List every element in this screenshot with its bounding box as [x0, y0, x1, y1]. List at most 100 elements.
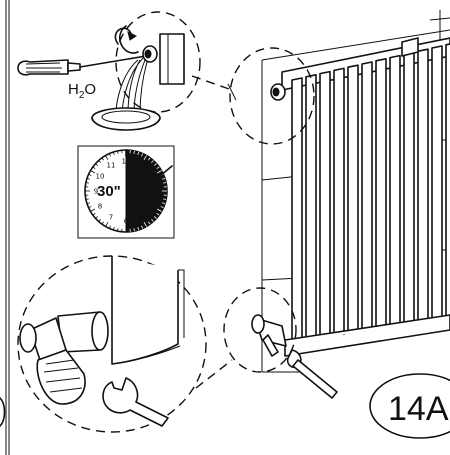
timer-tick [141, 225, 144, 229]
pipe-detail [111, 256, 185, 365]
radiator-tube [291, 77, 303, 355]
water-drip-icon [115, 57, 148, 115]
wrench-icon [102, 377, 169, 427]
radiator-bottom-header [284, 314, 450, 357]
timer-tick [112, 227, 115, 231]
radiator-tube [347, 64, 359, 345]
timer-tick [92, 166, 96, 169]
timer-tick [95, 216, 99, 219]
timer-tick [108, 225, 111, 229]
timer-tick [137, 227, 140, 231]
timer-tick [98, 218, 101, 222]
radiator-tube [403, 51, 415, 336]
timer-number: 9 [94, 188, 98, 196]
wall-tiles [261, 10, 450, 373]
timer-number: 10 [96, 173, 105, 181]
thermostat-head [36, 349, 86, 405]
timer-tick [112, 151, 115, 155]
timer-tick [156, 208, 162, 212]
bowl-icon [91, 107, 161, 131]
step-badge [369, 373, 450, 439]
timer-number: 11 [107, 162, 116, 170]
radiator [270, 37, 450, 357]
radiator-tube [305, 74, 317, 352]
timer-tick [160, 206, 164, 209]
timer-tick [163, 198, 167, 200]
radiator-tube [319, 70, 331, 350]
timer-number: 4 [150, 203, 155, 211]
timer-number: 7 [109, 213, 113, 221]
valve-thermostat-detail [19, 311, 109, 405]
timer-tick [108, 153, 111, 157]
timer-tick [148, 221, 151, 225]
timer-tick [86, 202, 90, 205]
timer-tick [133, 228, 135, 232]
timer-hand [159, 165, 173, 177]
timer-tick [156, 166, 160, 169]
timer-tick [156, 213, 160, 216]
detail-circle-top [229, 47, 315, 145]
radiator-tubes [291, 43, 450, 355]
timer-tick [105, 155, 109, 161]
leader-line-bottom [195, 359, 233, 389]
timer-tick [163, 182, 167, 184]
timer-tick [88, 173, 92, 176]
timer-tick [137, 151, 140, 155]
prev-step-edge [0, 397, 6, 427]
timer-tick [143, 155, 147, 161]
timer-tick [151, 218, 154, 222]
radiator-tube [333, 67, 345, 348]
timer-tick [151, 160, 154, 164]
timer-tick [98, 160, 101, 164]
detail-circle-vent [115, 11, 201, 113]
timer-tick [101, 157, 104, 161]
timer-tick [162, 177, 166, 180]
radiator-tube [417, 48, 429, 333]
leader-line-top [191, 75, 233, 91]
timer-tick [101, 221, 104, 225]
timer-tick [156, 170, 162, 174]
timer-tick [148, 157, 151, 161]
timer-label: 30" [97, 183, 121, 200]
timer-tick [85, 182, 89, 184]
timer-tick [141, 153, 144, 157]
timer-number: 2 [150, 173, 154, 181]
radiator-tube [361, 61, 373, 343]
step-label: 14A [388, 390, 449, 428]
timer-tick [85, 198, 89, 200]
timer-number: 3 [154, 188, 158, 196]
radiator-valve [251, 314, 338, 399]
timer-ticks [85, 150, 167, 232]
timer-number: 12 [122, 158, 131, 166]
timer-number: 1 [139, 162, 143, 170]
timer-tick [153, 163, 157, 166]
timer-tick [86, 177, 90, 180]
timer-number: 6 [124, 218, 129, 226]
timer-tick [117, 228, 119, 232]
wall-bracket [401, 37, 419, 57]
timer-tick [143, 221, 147, 227]
radiator-tube [375, 58, 387, 340]
timer-tick [162, 202, 166, 205]
detail-circle-bottom [223, 287, 297, 373]
timer-tick [95, 163, 99, 166]
timer-tick [133, 150, 135, 154]
timer-tick [90, 170, 96, 174]
radiator-tube [389, 54, 401, 338]
screwdriver-icon [17, 55, 147, 76]
timer-elapsed-fill [125, 149, 168, 233]
timer-box [77, 145, 175, 239]
timer-number: 8 [98, 203, 102, 211]
timer-number: 5 [139, 213, 143, 221]
water-label: H2O [68, 81, 96, 101]
timer-tick [105, 221, 109, 227]
radiator-tube [445, 43, 450, 328]
timer-tick [92, 213, 96, 216]
vent-valve-detail [114, 25, 185, 85]
timer-tick [117, 150, 119, 154]
timer-tick [88, 206, 92, 209]
timer-tick [153, 216, 157, 219]
